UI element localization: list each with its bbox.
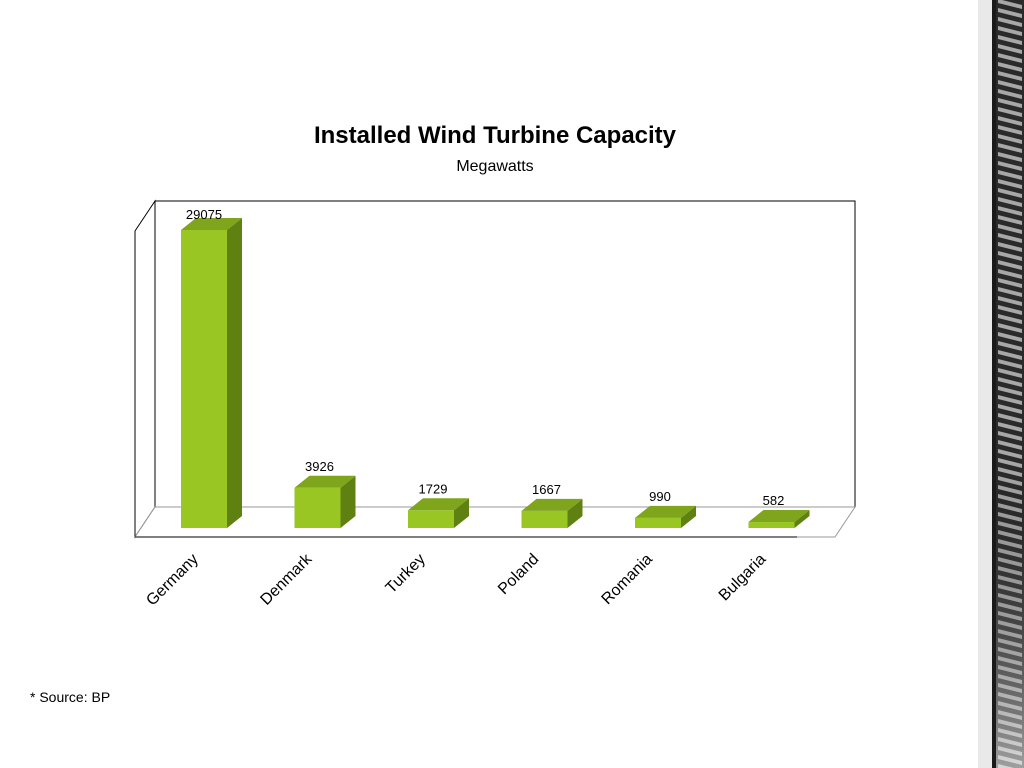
chart-walls <box>134 199 856 539</box>
category-label-germany: Germany <box>143 551 202 610</box>
chart-plot: 29075 3926 1729 1667 990 582 Germany Denmark Tu… <box>134 199 856 609</box>
data-label-romania: 990 <box>649 489 671 504</box>
chart-bars <box>181 218 810 528</box>
category-label-bulgaria: Bulgaria <box>716 551 770 605</box>
data-label-bulgaria: 582 <box>763 493 785 508</box>
data-label-germany: 29075 <box>186 207 222 222</box>
source-footnote: * Source: BP <box>30 689 111 705</box>
category-label-denmark: Denmark <box>257 550 316 609</box>
category-label-romania: Romania <box>599 551 656 608</box>
data-label-denmark: 3926 <box>305 459 334 474</box>
chart-subtitle: Megawatts <box>456 158 534 175</box>
back-wall <box>154 200 856 508</box>
floor <box>134 506 856 538</box>
category-label-poland: Poland <box>495 551 542 598</box>
data-label-poland: 1667 <box>532 482 561 497</box>
chart-category-labels: Germany Denmark Turkey Poland Romania Bulgari… <box>143 550 769 609</box>
chart-title: Installed Wind Turbine Capacity <box>313 122 677 149</box>
decorative-border-strip <box>978 0 1024 768</box>
bar-romania <box>635 505 696 528</box>
category-label-turkey: Turkey <box>383 551 429 597</box>
data-label-turkey: 1729 <box>419 481 448 496</box>
side-wall <box>134 199 156 539</box>
bar-germany <box>181 218 242 528</box>
bar-poland <box>521 498 583 528</box>
chart-data-labels: 29075 3926 1729 1667 990 582 <box>186 207 784 508</box>
bar-bulgaria <box>748 510 810 528</box>
bar-turkey <box>408 498 469 528</box>
bar-denmark <box>294 475 356 528</box>
